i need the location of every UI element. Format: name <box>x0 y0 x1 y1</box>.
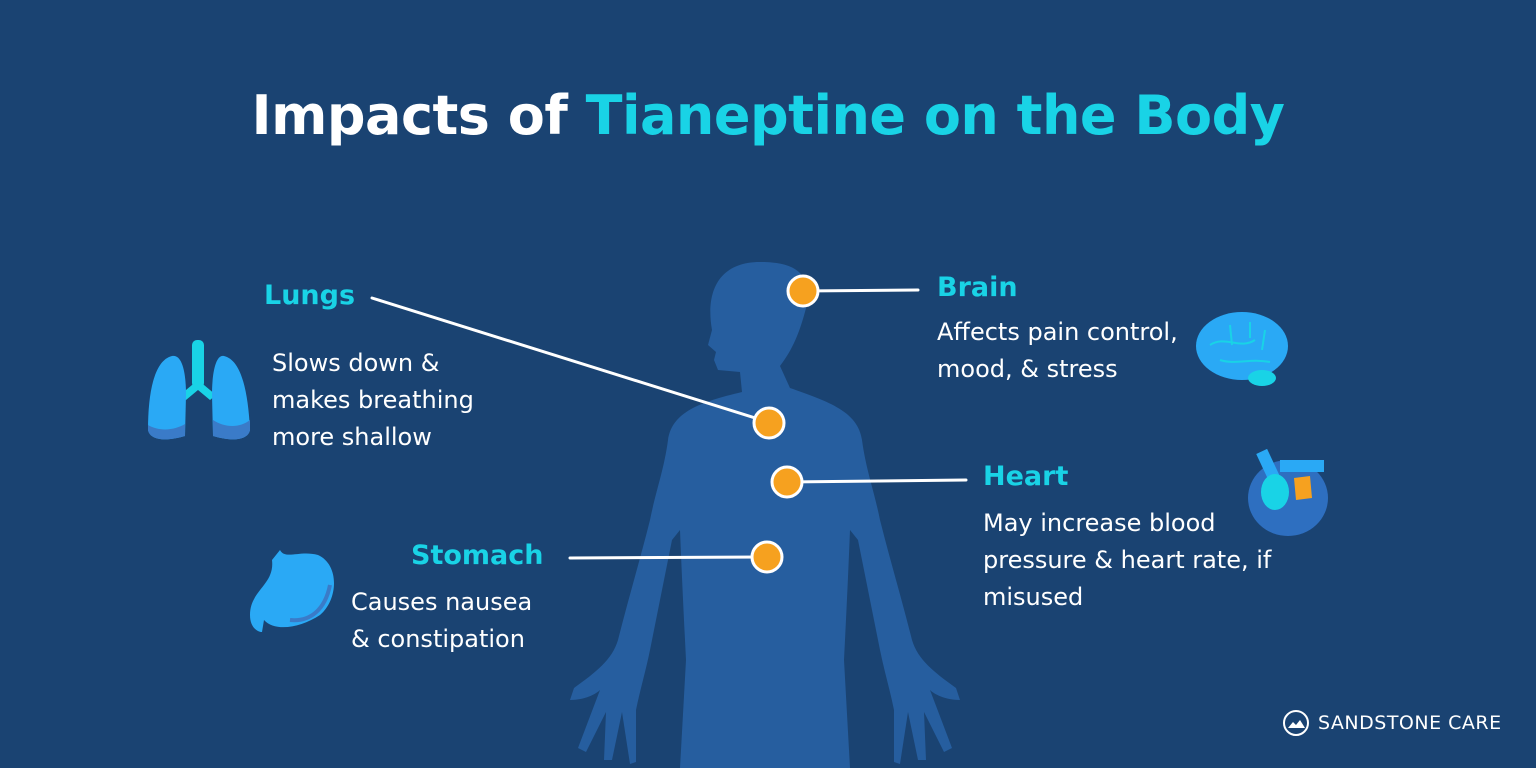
heart-icon <box>1248 448 1328 536</box>
brain-icon <box>1196 312 1288 386</box>
lungs-description: Slows down & makes breathing more shallo… <box>272 349 474 451</box>
lungs-dot[interactable] <box>752 406 786 440</box>
stomach-connector <box>568 555 769 560</box>
brand-logo[interactable]: SANDSTONE CARE <box>1282 709 1502 737</box>
heart-connector <box>785 478 968 484</box>
brain-dot[interactable] <box>786 274 820 308</box>
stomach-description: Causes nausea & constipation <box>351 588 533 653</box>
stomach-label: Stomach <box>411 540 544 571</box>
stomach-dot[interactable] <box>750 540 784 574</box>
title-accent: Tianeptine on the Body <box>585 84 1285 147</box>
lungs-connector <box>370 296 770 424</box>
lungs-label: Lungs <box>264 280 356 311</box>
page-title: Impacts of Tianeptine on the Body <box>0 84 1536 147</box>
heart-description: May increase blood pressure & heart rate… <box>983 509 1272 611</box>
mountain-logo-icon <box>1283 710 1309 736</box>
heart-label: Heart <box>983 461 1069 492</box>
human-silhouette <box>570 262 960 768</box>
brain-connector <box>801 288 920 293</box>
stomach-icon <box>250 550 334 632</box>
brain-label: Brain <box>937 272 1018 303</box>
heart-dot[interactable] <box>770 465 804 499</box>
brain-description: Affects pain control, mood, & stress <box>937 318 1178 383</box>
lungs-icon <box>148 340 250 440</box>
title-prefix: Impacts of <box>251 84 586 147</box>
brand-name: SANDSTONE CARE <box>1318 712 1502 734</box>
